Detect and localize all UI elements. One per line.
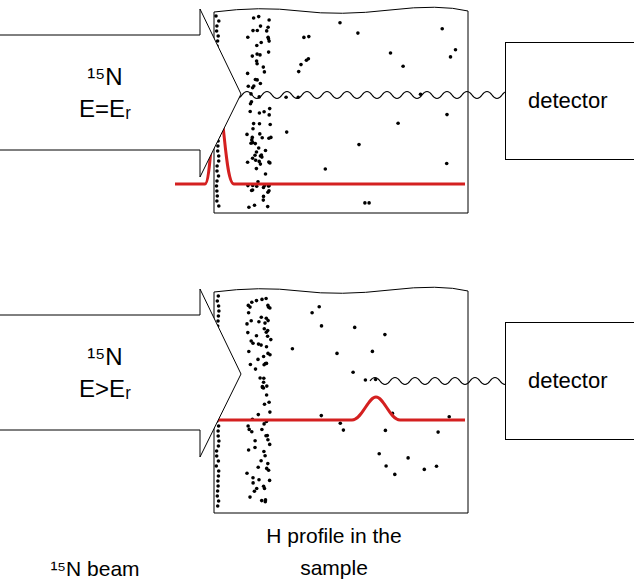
text-area: ¹⁵N E=Eᵣ: [20, 35, 190, 150]
detector-box: detector: [505, 42, 634, 160]
gamma-ray: [222, 92, 518, 99]
profile-caption: H profile in the sample: [239, 520, 429, 583]
sample-outline: [214, 7, 468, 213]
text-area: ¹⁵N E>Eᵣ: [20, 315, 190, 430]
beam-label: ¹⁵N E=Eᵣ: [60, 61, 150, 123]
beam-arrow: ¹⁵N E>Eᵣ: [0, 288, 242, 458]
gamma-ray: [370, 378, 518, 385]
resonance-curve: [212, 397, 465, 420]
beam-arrow: ¹⁵N E=Eᵣ: [0, 8, 242, 178]
arrow-outline: [0, 8, 242, 178]
arrow-outline: [0, 288, 242, 458]
detector-label: detector: [528, 87, 608, 116]
hydrogen-dots: [214, 14, 457, 508]
beam-caption: ¹⁵N beam: [0, 553, 190, 585]
detector-box: detector: [505, 322, 634, 440]
sample-outline: [214, 287, 468, 513]
detector-label: detector: [528, 367, 608, 396]
beam-label: ¹⁵N E>Eᵣ: [60, 341, 150, 403]
